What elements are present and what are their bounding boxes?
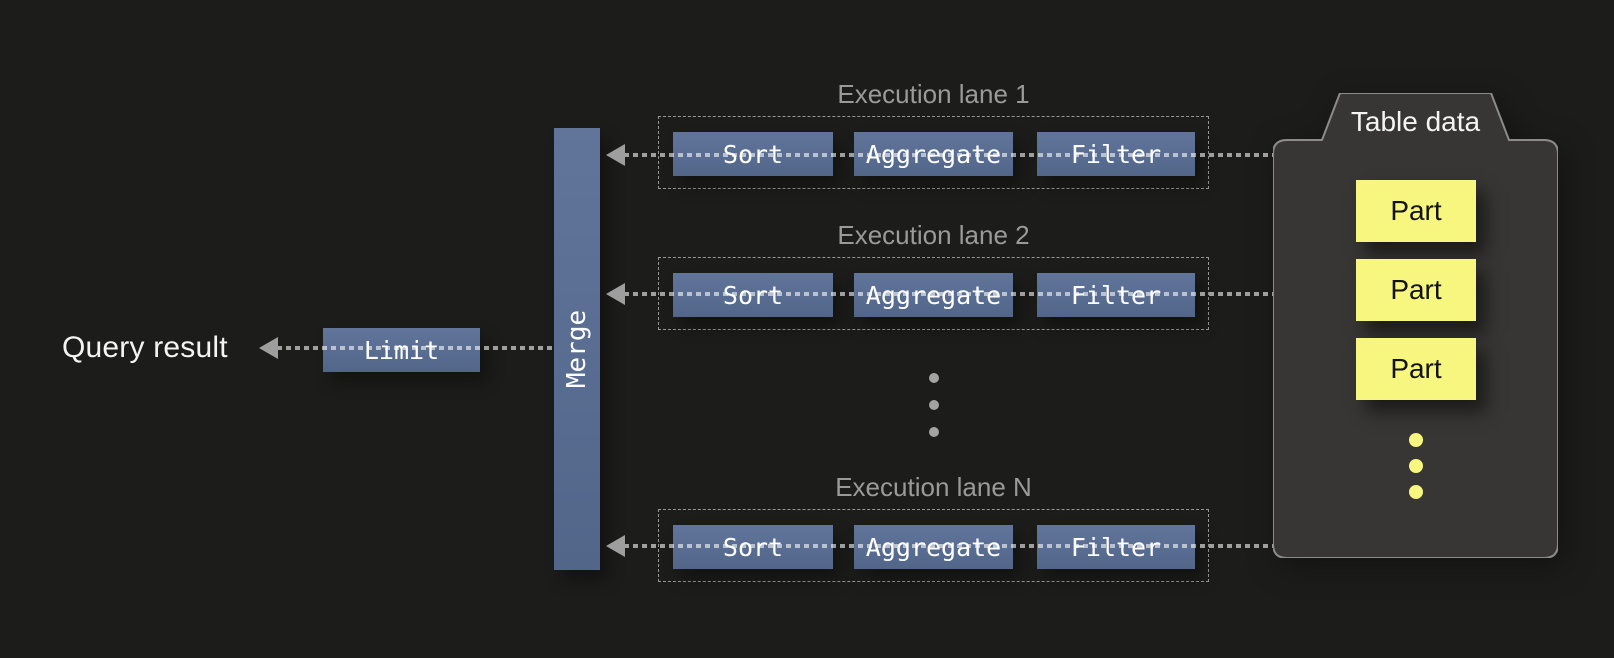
lane-boundary [658,116,1209,189]
merge-node-label: Merge [562,309,592,389]
table-part-node: Part [1356,259,1476,321]
arrow-left-icon [606,283,625,305]
arrow-left-icon [606,535,625,557]
part-label: Part [1390,353,1442,384]
table-part-node: Part [1356,338,1476,400]
table-data-title: Table data [1350,106,1481,137]
lanes-ellipsis-icon [929,373,939,454]
dotted-flow-line [277,346,554,350]
limit-operator-node: Limit [323,328,480,372]
lane-title: Execution lane N [835,472,1032,502]
lane-title: Execution lane 2 [837,220,1030,250]
lane-title: Execution lane 1 [837,79,1030,109]
dotted-flow-line [624,292,1273,296]
part-label: Part [1390,274,1442,305]
dotted-flow-line [624,153,1273,157]
arrow-left-icon [259,337,278,359]
table-part-node: Part [1356,180,1476,242]
arrow-left-icon [606,144,625,166]
limit-node-label: Limit [363,335,440,365]
dotted-flow-line [624,544,1273,548]
merge-operator-node: Merge [554,128,600,570]
query-result-label: Query result [62,331,228,364]
parts-ellipsis-icon [1409,433,1423,511]
part-label: Part [1390,195,1442,226]
